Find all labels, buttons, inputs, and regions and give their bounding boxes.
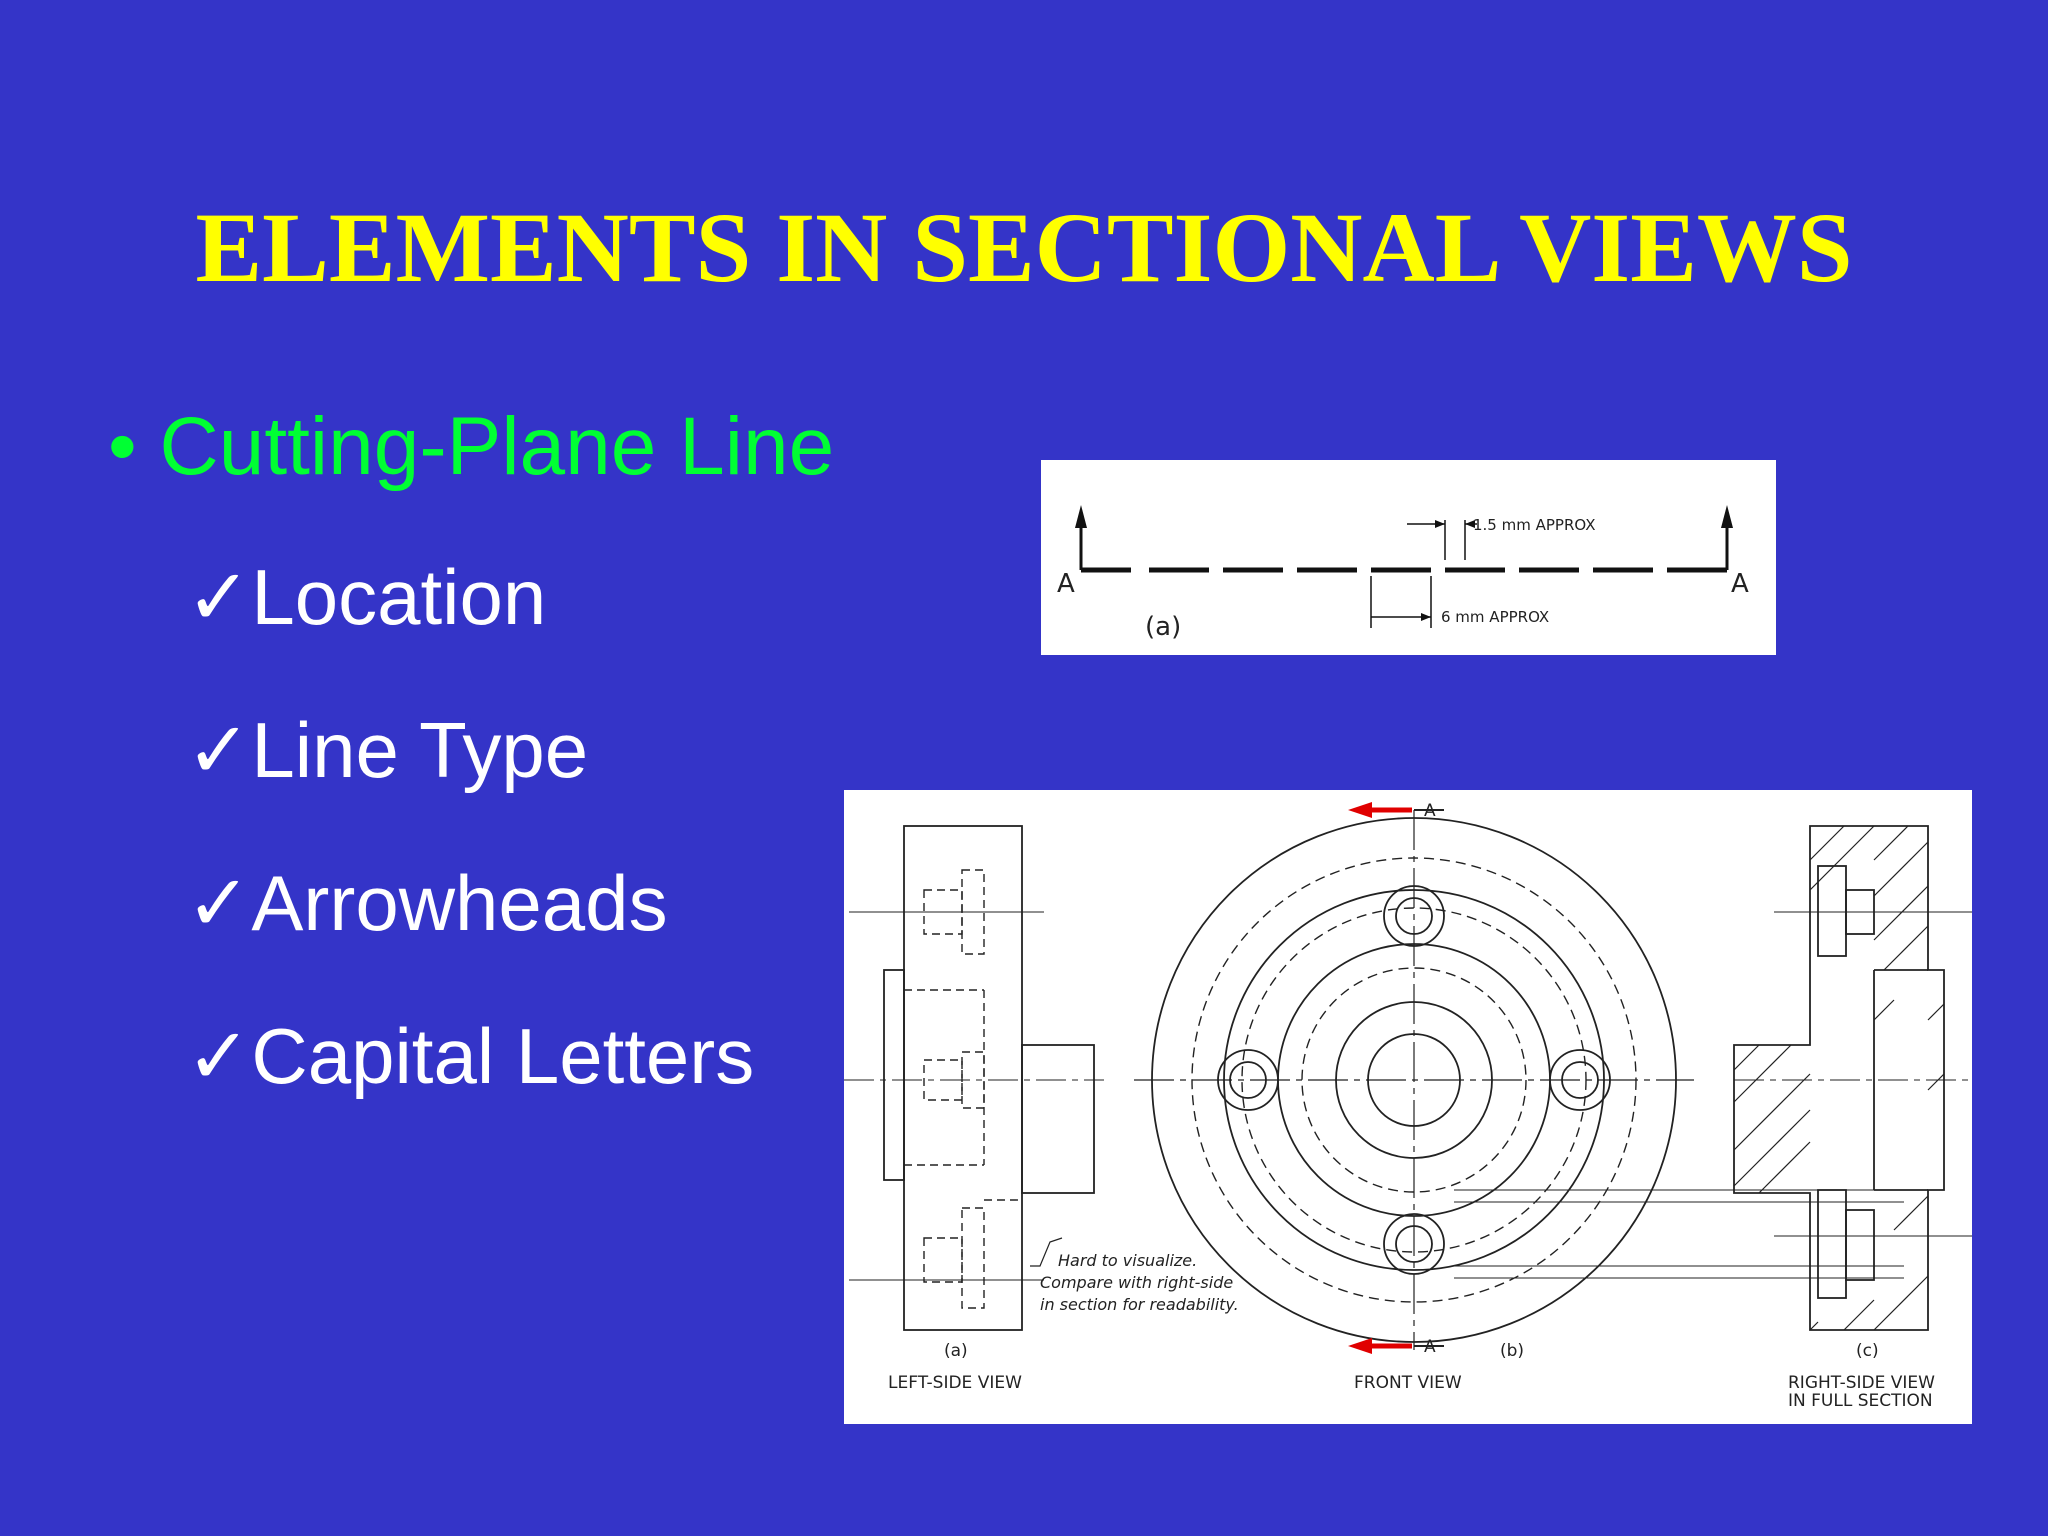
bullet-cutting-plane-line: • Cutting-Plane Line [108,400,834,494]
front-view-label: FRONT VIEW [1354,1373,1462,1393]
left-side-view-label: LEFT-SIDE VIEW [888,1373,1022,1393]
section-letter-bottom: A [1424,1337,1436,1357]
sectional-views-figure: A A (a) (b) (c) LEFT-SIDE VIEW FRONT VIE… [844,790,1972,1424]
cutting-plane-line-drawing: 1.5 mm APPROX 6 mm APPROX A A (a) [1057,505,1749,642]
slide-title: ELEMENTS IN SECTIONAL VIEWS [195,192,1853,303]
check-text: Arrowheads [251,859,668,947]
dimension-large-label: 6 mm APPROX [1441,608,1549,626]
left-view-flange [903,825,1023,1331]
check-text: Line Type [251,706,589,794]
note-line-1: Hard to visualize. [1058,1251,1197,1270]
section-letter-top: A [1424,801,1436,821]
check-icon: ✓ [186,859,252,947]
check-icon: ✓ [186,553,252,641]
note-line-3: in section for readability. [1040,1295,1239,1314]
section-hatching [1733,825,1945,1331]
section-letter-right: A [1731,569,1749,599]
check-item-arrowheads: ✓Arrowheads [186,858,668,949]
figure-caption-a: (a) [1145,612,1181,642]
bullet-text: Cutting-Plane Line [159,401,835,492]
check-text: Location [251,553,547,641]
full-section-label: IN FULL SECTION [1788,1391,1933,1411]
sectional-views-drawing: A A (a) (b) (c) LEFT-SIDE VIEW FRONT VIE… [844,801,1972,1411]
dimension-small-label: 1.5 mm APPROX [1473,516,1596,534]
check-text: Capital Letters [251,1012,755,1100]
check-icon: ✓ [186,706,252,794]
check-icon: ✓ [186,1012,252,1100]
check-item-capital-letters: ✓Capital Letters [186,1011,754,1102]
bullet-marker: • [108,401,137,492]
cutting-plane-arrows [1348,802,1444,1354]
check-item-location: ✓Location [186,552,546,643]
caption-b: (b) [1500,1341,1524,1361]
cutting-plane-line-figure: 1.5 mm APPROX 6 mm APPROX A A (a) [1041,460,1776,655]
check-item-line-type: ✓Line Type [186,705,588,796]
section-letter-left: A [1057,569,1075,599]
right-side-view-label: RIGHT-SIDE VIEW [1788,1373,1935,1393]
caption-c: (c) [1856,1341,1879,1361]
caption-a: (a) [944,1341,968,1361]
note-line-2: Compare with right-side [1040,1273,1233,1292]
